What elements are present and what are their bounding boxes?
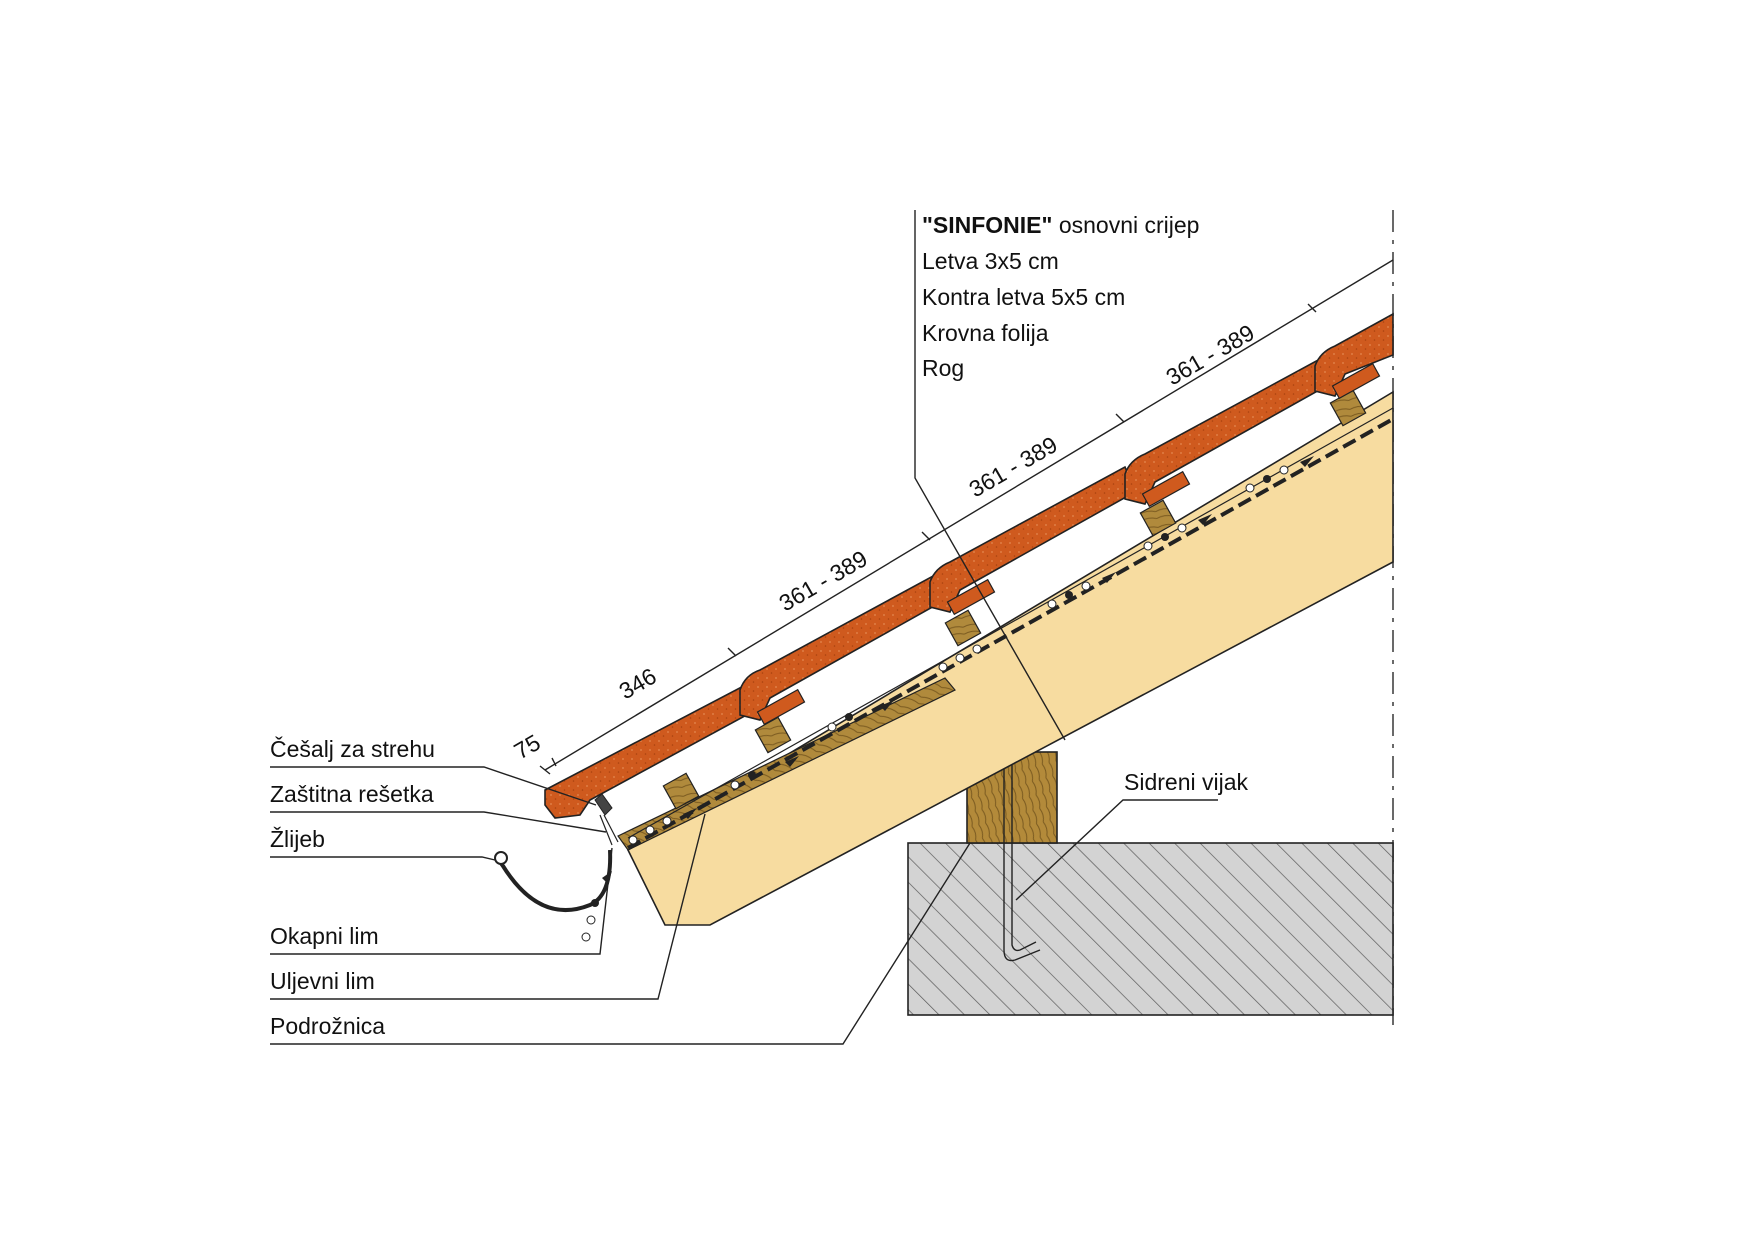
label-rafter: Rog — [922, 355, 964, 381]
gutter-bead — [494, 851, 508, 865]
dimension-overhang: 75 — [510, 729, 545, 764]
label-inlet-sheet: Uljevni lim — [270, 968, 375, 994]
leader-wall-plate — [270, 842, 971, 1045]
leader-comb — [270, 766, 597, 806]
rafter — [626, 390, 1394, 926]
battens — [662, 389, 1367, 810]
dimension-gauge-2: 361 - 389 — [965, 431, 1062, 502]
roof-tile-2 — [739, 573, 947, 721]
leader-anchor-bolt — [1015, 799, 1218, 901]
eave-comb — [594, 793, 619, 846]
label-grille: Zaštitna rešetka — [270, 781, 434, 807]
label-tile-rest: osnovni crijep — [1052, 212, 1199, 238]
label-membrane: Krovna folija — [922, 320, 1049, 346]
leader-grille — [270, 811, 607, 833]
ventilation-markers — [581, 456, 1314, 942]
leader-gutter — [270, 856, 496, 861]
label-gutter: Žlijeb — [270, 826, 325, 852]
label-tile-bold: "SINFONIE" — [922, 212, 1052, 238]
dimension-line — [539, 259, 1394, 775]
label-drip-sheet: Okapni lim — [270, 923, 379, 949]
concrete-wall — [907, 842, 1394, 1016]
leader-inlet-sheet — [270, 813, 706, 1000]
label-anchor-bolt: Sidreni vijak — [1124, 769, 1248, 795]
dimension-gauge-1: 361 - 389 — [775, 545, 872, 616]
stack-leader-line — [914, 210, 1066, 741]
label-batten: Letva 3x5 cm — [922, 248, 1059, 274]
label-comb: Češalj za strehu — [270, 735, 435, 762]
label-tile: "SINFONIE" osnovni crijep — [922, 212, 1199, 238]
label-wall-plate: Podrožnica — [270, 1013, 385, 1039]
dimension-gauge-3: 361 - 389 — [1162, 319, 1259, 390]
gutter — [497, 849, 613, 913]
dimension-first: 346 — [615, 663, 661, 705]
leader-drip-sheet — [270, 847, 613, 955]
roof-tiles — [544, 312, 1394, 819]
label-counter-batten: Kontra letva 5x5 cm — [922, 284, 1125, 310]
